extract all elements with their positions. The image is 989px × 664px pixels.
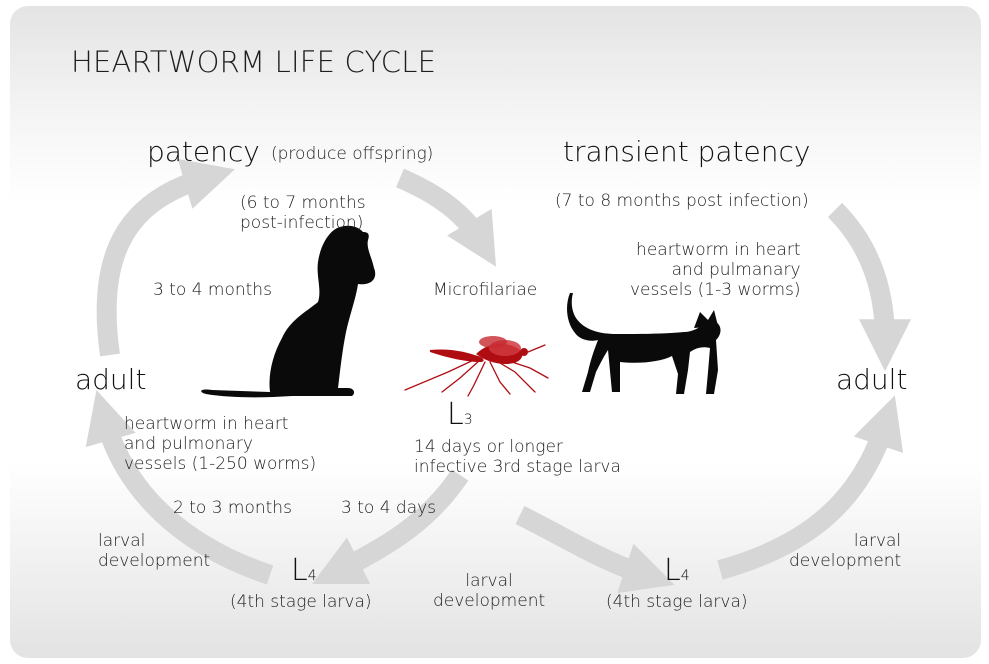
cat-location: heartworm in heart and pulmanary vessels… (630, 240, 801, 300)
cat-silhouette (567, 293, 720, 394)
dog-l4-timing: 2 to 3 months (173, 500, 292, 517)
arrow-adult-to-patency (107, 178, 205, 355)
diagram-title: HEARTWORM LIFE CYCLE (71, 48, 436, 77)
cat-patency-label: transient patency (563, 138, 810, 166)
cat-l4-description: (4th stage larva) (606, 594, 748, 611)
dog-adult-location: heartworm in heart and pulmonary vessels… (124, 414, 316, 474)
cat-l4-stage: L4 (664, 556, 690, 586)
dog-patency-timing: (6 to 7 months post-infection) (240, 193, 366, 233)
mosquito (405, 336, 548, 396)
dog-larval-development: larval development (98, 531, 210, 571)
dog-l4-stage: L4 (291, 556, 317, 586)
dog-adult-label: adult (75, 366, 146, 394)
dog-patency-label: patency (147, 138, 260, 166)
arrow-l3-to-cat-l4 (520, 515, 645, 575)
cat-adult-label: adult (836, 366, 907, 394)
cat-l4-larval-development: larval development (433, 571, 545, 611)
arrow-l3-to-dog-l4 (340, 475, 460, 570)
dog-silhouette (201, 226, 375, 398)
cat-adult-larval-development: larval development (789, 531, 901, 571)
l3-description: 14 days or longer infective 3rd stage la… (414, 437, 621, 477)
dog-l4-description: (4th stage larva) (230, 594, 372, 611)
cat-patency-timing: (7 to 8 months post infection) (555, 193, 809, 210)
arrow-cat-patency-to-adult (835, 210, 885, 340)
microfilariae-label: Microfilariae (433, 282, 537, 299)
l3-stage: L3 (447, 400, 473, 430)
dog-adult-timing: 3 to 4 months (153, 282, 272, 299)
l3-timing: 3 to 4 days (341, 500, 436, 517)
dog-patency-note: (produce offspring) (271, 146, 433, 163)
arrow-patency-to-microfilariae (400, 178, 480, 240)
